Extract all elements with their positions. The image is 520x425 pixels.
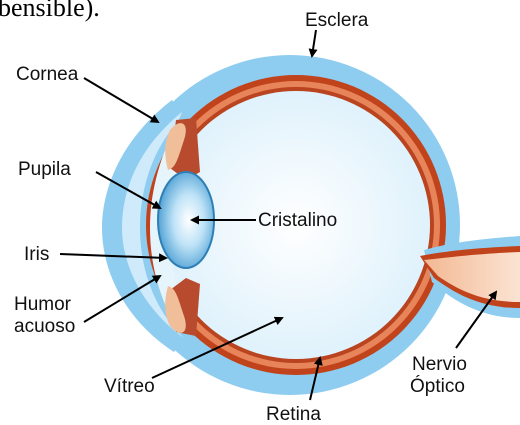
label-pupila: Pupila (18, 159, 71, 180)
label-cornea: Cornea (16, 64, 79, 85)
label-humor-line1: Humor (14, 294, 72, 315)
pointer-esclera (312, 30, 316, 56)
label-nervio-line2: Óptico (410, 375, 465, 397)
label-retina: Retina (266, 404, 321, 425)
label-nervio-line1: Nervio (412, 354, 467, 375)
label-iris: Iris (24, 244, 49, 265)
label-esclera: Esclera (305, 10, 369, 31)
label-cristalino: Cristalino (258, 210, 337, 231)
cropped-header-text: bensible). (0, 0, 100, 22)
pointer-cornea (84, 78, 158, 122)
label-vitreo: Vítreo (104, 376, 155, 397)
label-humor-line2: acuoso (14, 316, 75, 337)
